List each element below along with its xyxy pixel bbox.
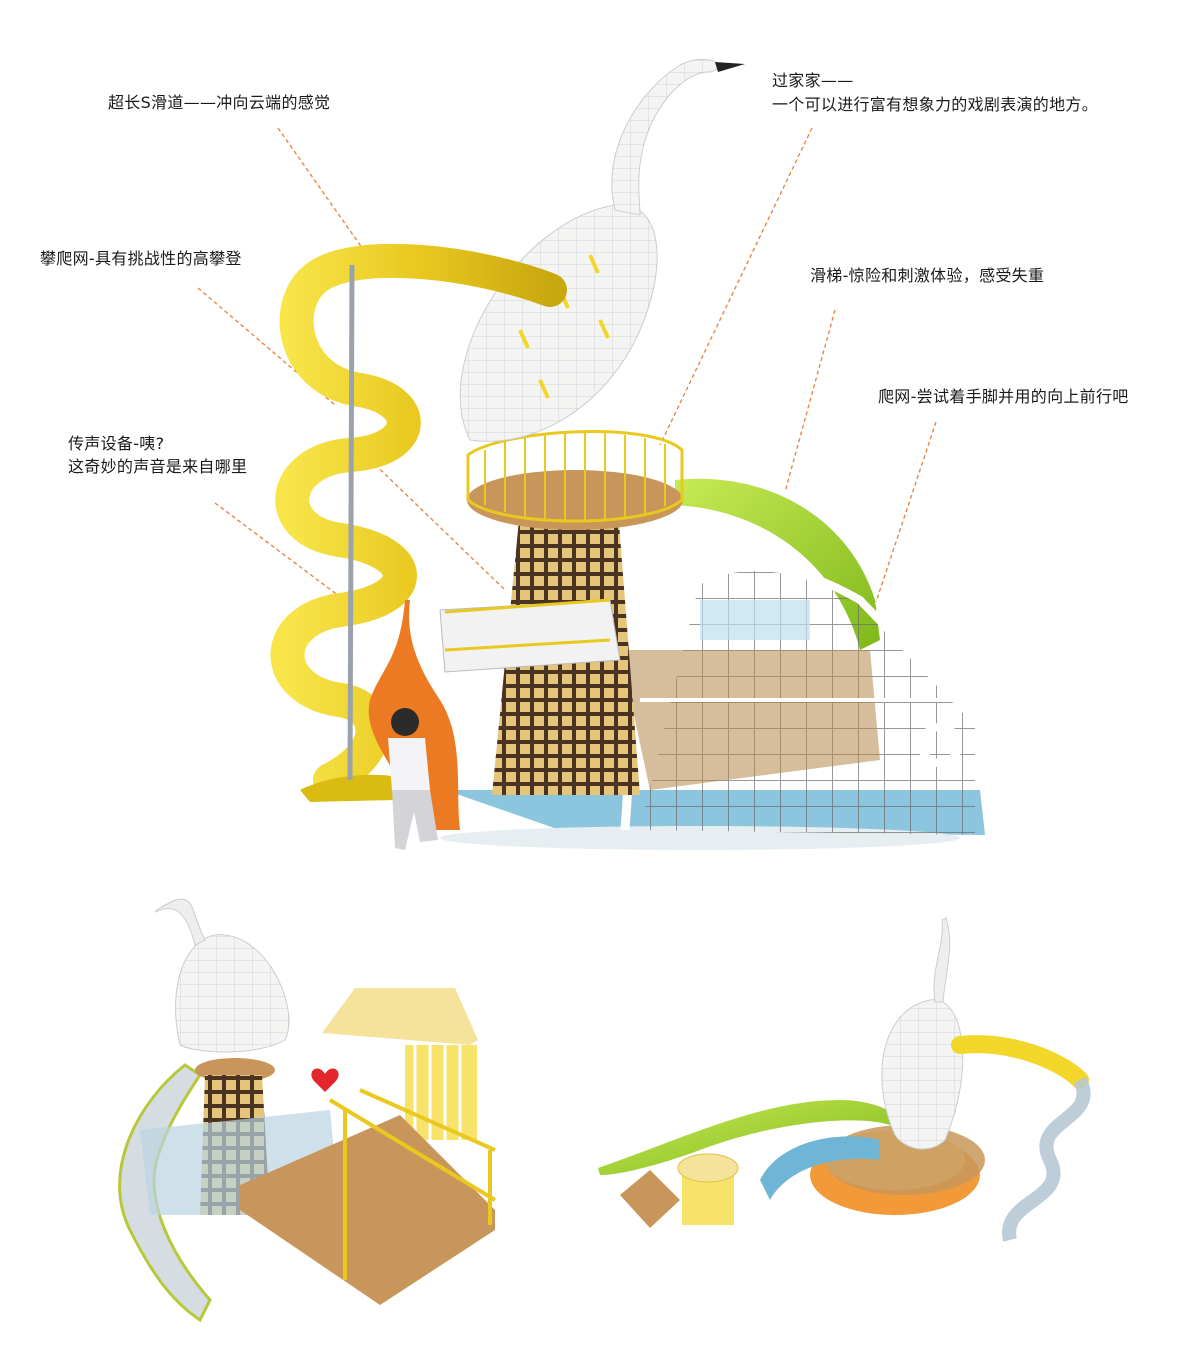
yellow-spiral-slide — [270, 243, 567, 797]
leader-line-sound-device-b — [359, 449, 506, 591]
right-stairs — [620, 1170, 680, 1228]
slide-pole — [347, 264, 355, 781]
right-yellow-slide — [951, 1035, 1089, 1089]
left-stair-railing — [328, 1088, 497, 1280]
right-spiral — [1002, 1076, 1091, 1242]
main-playground — [270, 58, 985, 850]
child-figure — [388, 708, 438, 850]
annotation-slide: 滑梯-惊险和刺激体验，感受失重 — [810, 266, 1045, 285]
annotation-playhouse-line2: 一个可以进行富有想象力的戏剧表演的地方。 — [772, 95, 1099, 114]
heron-body — [459, 204, 658, 442]
leader-line-slide — [784, 309, 836, 493]
heron-neck — [611, 58, 723, 216]
leader-line-playhouse — [659, 127, 813, 446]
leader-line-sound-device — [214, 502, 356, 609]
right-ring-blue — [760, 1136, 880, 1200]
annotation-playhouse-line1: 过家家—— — [772, 71, 854, 90]
leader-line-s-slide — [277, 127, 373, 263]
annotation-sound-device-line2: 这奇妙的声音是来自哪里 — [68, 457, 248, 476]
playhouse-roof — [322, 988, 478, 1045]
net-arch — [596, 562, 978, 835]
right-heron-body — [881, 999, 964, 1150]
lower-railing — [444, 598, 611, 652]
annotation-s-slide: 超长S滑道——冲向云端的感觉 — [108, 93, 331, 112]
left-heron-neck — [154, 898, 206, 946]
annotation-crawl-net: 爬网-尝试着手脚并用的向上前行吧 — [878, 387, 1129, 406]
leader-line-crawl-net — [875, 421, 937, 603]
left-heron-body — [175, 934, 290, 1053]
upper-platform-base — [467, 470, 683, 530]
right-green-slide — [598, 1100, 895, 1175]
leader-lines — [197, 127, 937, 609]
upper-platform-railing — [466, 430, 684, 523]
right-heron-neck — [933, 917, 951, 1003]
right-playhouse-roof — [677, 1153, 739, 1183]
playhouse-stripes — [413, 1045, 462, 1140]
left-heart — [311, 1068, 339, 1092]
heron-yellow-accents — [518, 254, 610, 399]
annotation-climbing-net: 攀爬网-具有挑战性的高攀登 — [40, 249, 242, 268]
slide-exit — [300, 774, 410, 802]
side-view-left — [118, 898, 497, 1323]
heron-beak — [715, 62, 745, 72]
aerial-view-right — [598, 917, 1091, 1242]
annotation-sound-device-line1: 传声设备-咦? — [68, 434, 165, 453]
